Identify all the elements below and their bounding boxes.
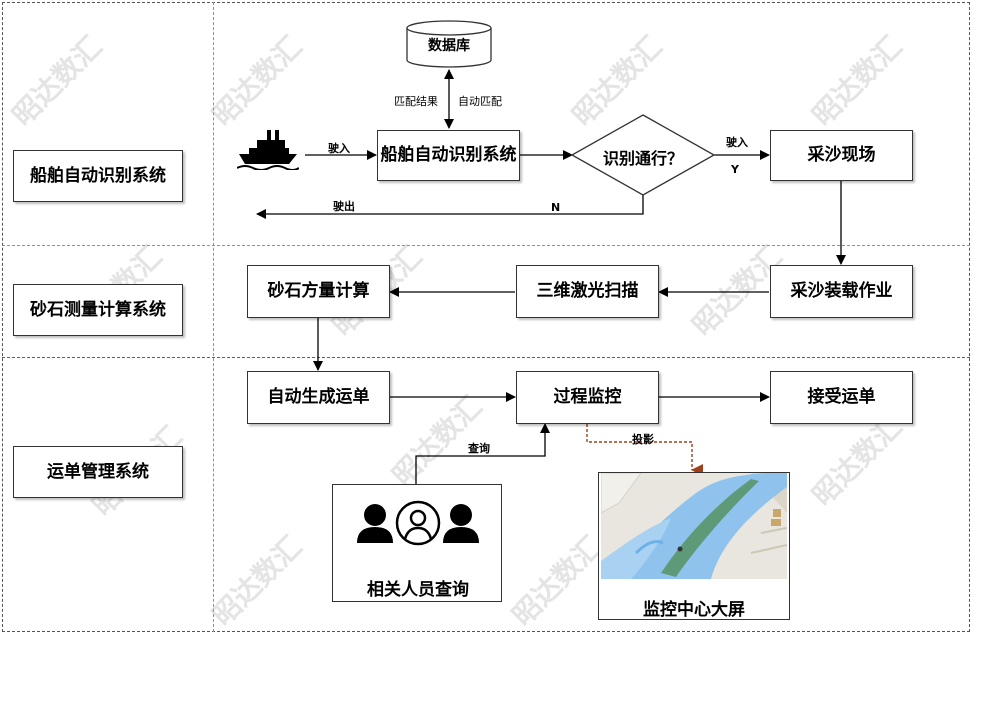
ship-icon <box>236 130 300 171</box>
auto-waybill-node: 自动生成运单 <box>247 371 390 424</box>
decision-no-arrow <box>256 194 644 219</box>
ship-recognition-node: 船舶自动识别系统 <box>377 130 520 181</box>
lane-label-waybill-management: 运单管理系统 <box>13 446 183 498</box>
decision-label: 识别通行？ <box>602 149 683 168</box>
label-query: 查询 <box>468 442 490 455</box>
database-node: 数据库 <box>405 20 493 68</box>
label-yes: Y <box>731 163 739 176</box>
lane-divider-1 <box>2 245 970 246</box>
lane-label-ship-recognition: 船舶自动识别系统 <box>13 150 183 202</box>
label-sail-out: 驶出 <box>333 200 355 213</box>
accept-waybill-node: 接受运单 <box>770 371 913 424</box>
personnel-query-node: 相关人员查询 <box>332 484 502 602</box>
query-arrow <box>415 423 550 484</box>
decision-diamond <box>570 114 716 196</box>
label-projection: 投影 <box>632 433 654 446</box>
lane-label-divider <box>213 2 214 632</box>
diagram-frame <box>2 2 970 632</box>
lane-label-sand-measurement: 砂石测量计算系统 <box>13 284 183 336</box>
laser-scan-node: 三维激光扫描 <box>516 265 659 318</box>
projection-arrow <box>586 424 703 476</box>
process-monitor-node: 过程监控 <box>516 371 659 424</box>
personnel-query-label: 相关人员查询 <box>367 580 469 600</box>
river-map-image <box>601 473 787 579</box>
label-sail-in-1: 驶入 <box>328 142 350 155</box>
volume-calc-node: 砂石方量计算 <box>247 265 390 318</box>
database-icon <box>406 20 492 68</box>
label-auto-match: 自动匹配 <box>458 95 502 108</box>
label-sail-in-2: 驶入 <box>726 136 748 149</box>
label-match-result: 匹配结果 <box>394 95 438 108</box>
people-icon <box>357 500 479 546</box>
sand-loading-node: 采沙装载作业 <box>770 265 913 318</box>
database-label: 数据库 <box>428 38 470 54</box>
label-no: N <box>551 201 561 214</box>
monitor-screen-label: 监控中心大屏 <box>643 600 745 620</box>
lane-divider-2 <box>2 357 970 358</box>
monitor-screen-node: 监控中心大屏 <box>598 472 790 620</box>
sand-site-node: 采沙现场 <box>770 130 913 181</box>
